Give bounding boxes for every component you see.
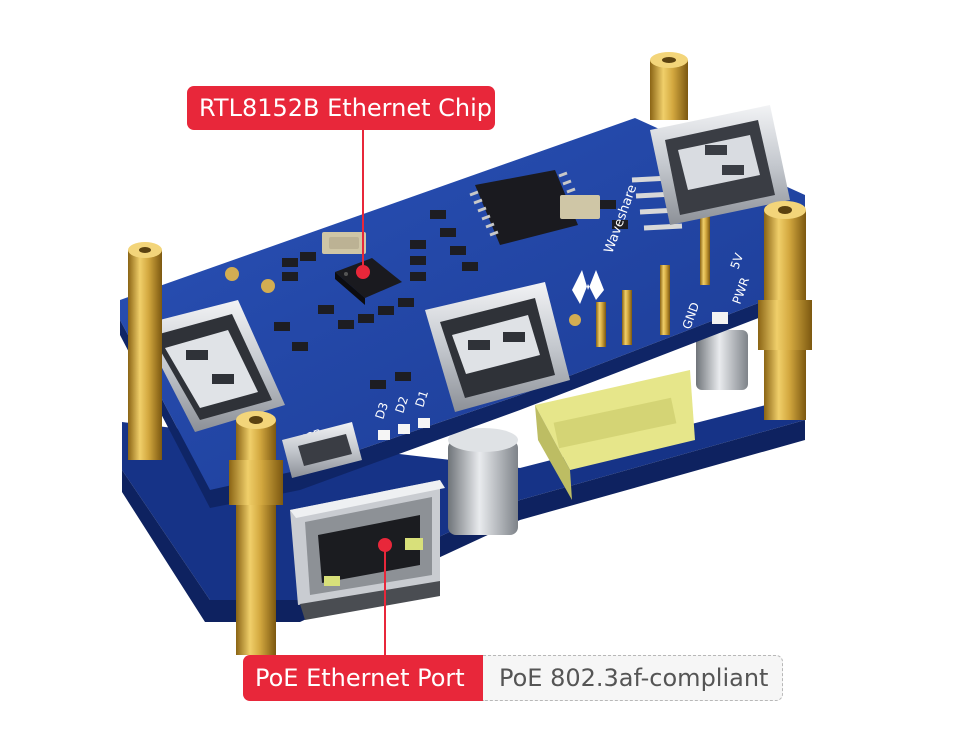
crystal-2	[560, 195, 600, 219]
capacitor-left	[448, 428, 518, 535]
standoff-front-left	[229, 411, 283, 655]
pogo-pins	[596, 215, 710, 347]
standoff-front-right	[758, 201, 812, 420]
crystal-inner	[329, 237, 359, 249]
silk-d3: D3	[373, 401, 392, 421]
capacitor-right	[696, 330, 748, 390]
silk-d1: D1	[413, 389, 432, 409]
callout-leaders	[356, 130, 392, 655]
transformer	[535, 370, 695, 500]
micro-usb-port	[282, 422, 362, 478]
usb-port-middle	[425, 282, 570, 412]
silk-5v: 5V	[728, 251, 747, 271]
mounting-pad	[225, 267, 239, 281]
port-callout-note: PoE 802.3af-compliant	[483, 655, 784, 701]
pwr-led	[712, 312, 728, 324]
port-callout-label: PoE Ethernet Port	[243, 655, 483, 701]
led	[378, 430, 390, 440]
usb-port-right	[650, 105, 790, 225]
led	[398, 424, 410, 434]
standoff-back-right	[650, 52, 688, 120]
usb-hub-chip	[469, 170, 588, 245]
port-callout: PoE Ethernet Port PoE 802.3af-compliant	[243, 655, 784, 701]
brand-logo-icon	[572, 270, 604, 304]
usb-port-left	[140, 300, 285, 432]
ethernet-chip	[335, 258, 402, 305]
chip-callout-label: RTL8152B Ethernet Chip	[187, 86, 495, 130]
mounting-pad	[569, 314, 581, 326]
standoff-back-left	[128, 242, 162, 460]
smd-components	[274, 200, 628, 389]
rj45-port	[290, 480, 445, 620]
led	[418, 418, 430, 428]
mounting-pad	[261, 279, 275, 293]
silk-d2: D2	[393, 395, 412, 415]
